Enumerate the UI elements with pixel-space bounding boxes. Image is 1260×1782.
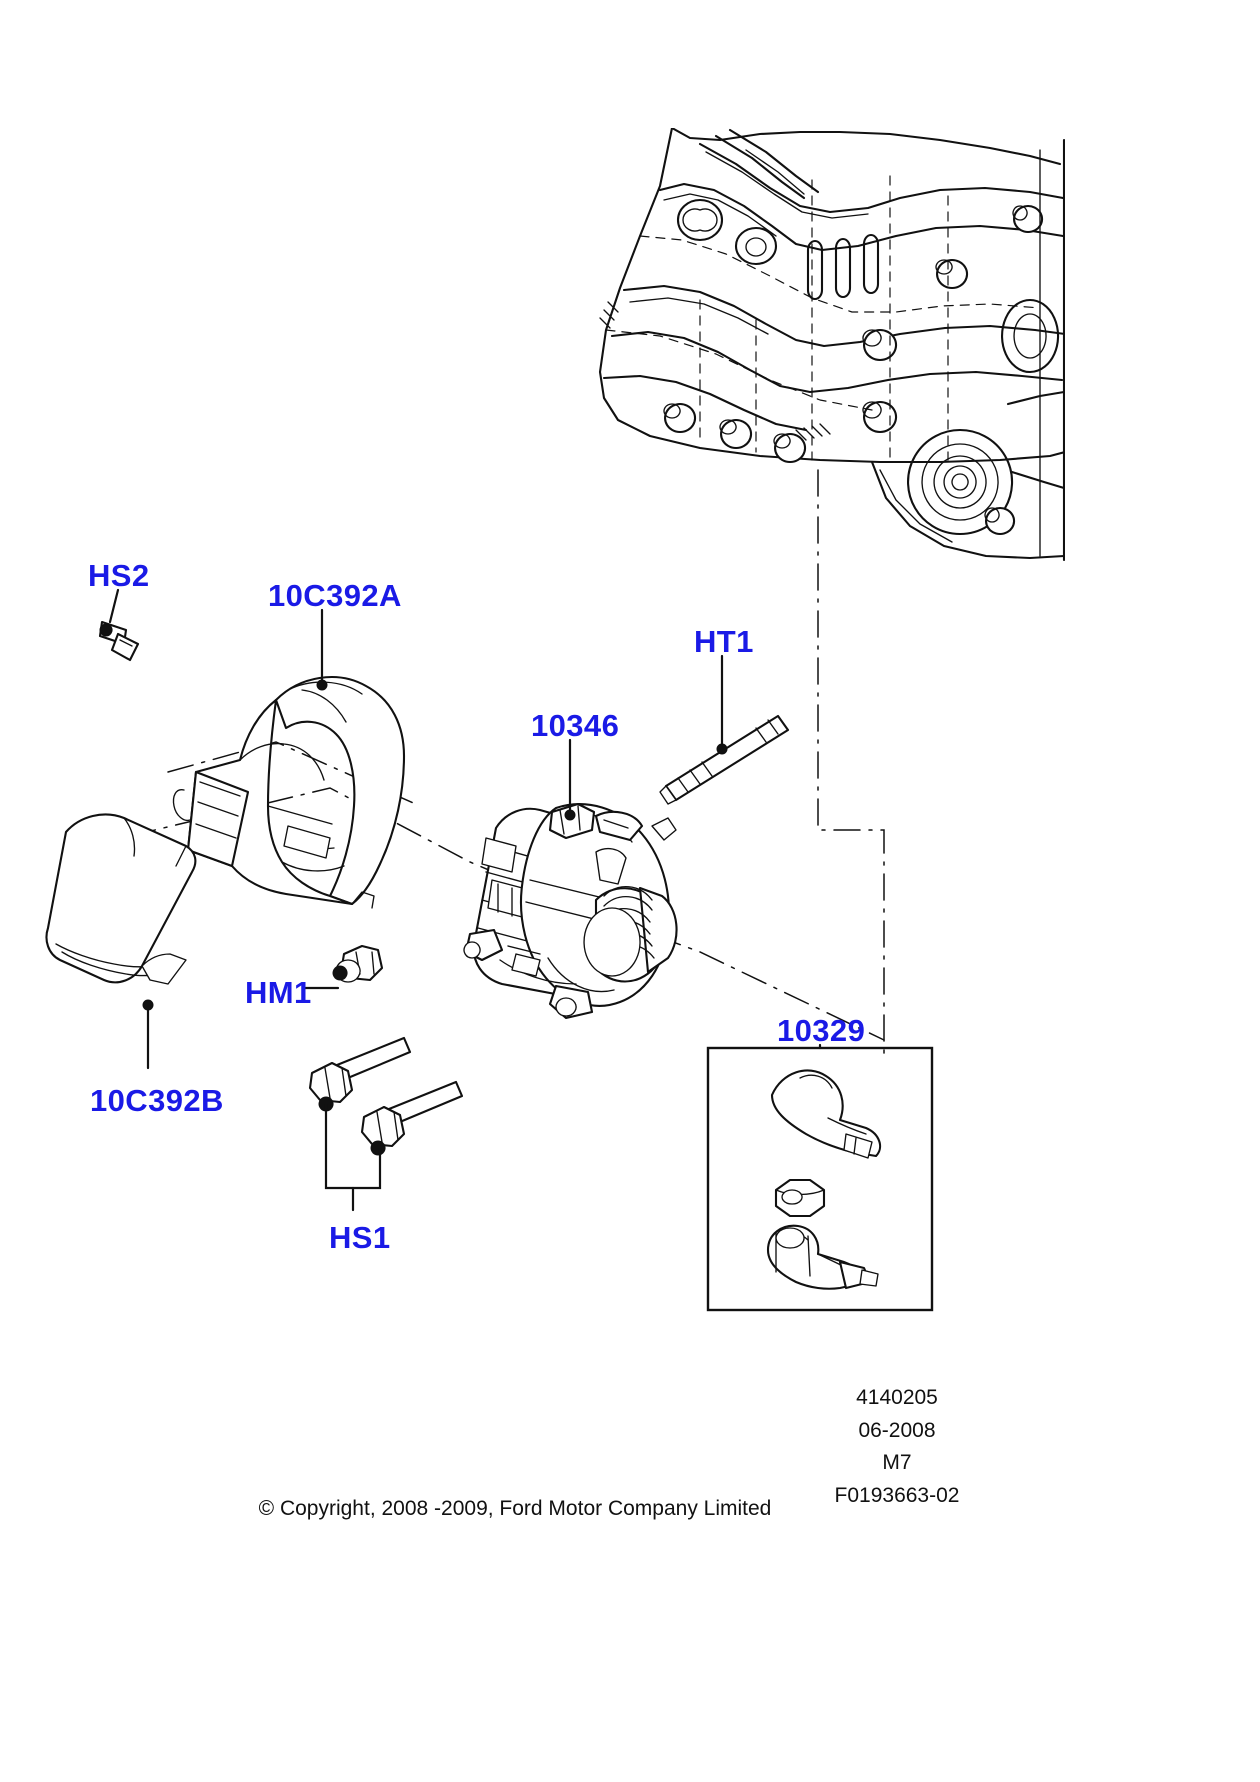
alternator-cover-upper	[172, 676, 406, 909]
copyright-notice: © Copyright, 2008 -2009, Ford Motor Comp…	[258, 1497, 772, 1520]
drawing-number: 4140205	[856, 1386, 938, 1409]
bolt-hs1-lower	[360, 1080, 464, 1156]
alternator-cover-lower	[45, 813, 197, 985]
callout-hm1[interactable]: HM1	[245, 975, 312, 1010]
callout-hs1[interactable]: HS1	[329, 1220, 391, 1255]
figure-id: F0193663-02	[834, 1483, 960, 1507]
callout-10346[interactable]: 10346	[531, 708, 620, 743]
flange-nut-hm1	[332, 944, 384, 983]
callout-ht1[interactable]: HT1	[694, 624, 754, 659]
alternator-assembly	[463, 802, 678, 1020]
terminal-boot	[770, 1069, 882, 1159]
bolt-hs1-upper	[308, 1036, 412, 1112]
crank-pulley	[907, 428, 1014, 535]
callout-10c392b[interactable]: 10C392B	[90, 1083, 224, 1118]
drawing-date: 06-2008	[858, 1418, 936, 1442]
hs1-bracket	[324, 1102, 382, 1212]
drawing-revision: M7	[882, 1451, 912, 1475]
alternator-pulley	[583, 886, 678, 983]
hex-nut	[774, 1178, 826, 1218]
leader-lines	[108, 588, 822, 1070]
terminal-connector	[766, 1224, 879, 1290]
stud-ht1	[659, 714, 790, 805]
callout-10329[interactable]: 10329	[777, 1013, 866, 1048]
callout-hs2[interactable]: HS2	[88, 558, 150, 593]
callout-10c392a[interactable]: 10C392A	[268, 578, 402, 613]
drawing-footer-block: 4140205 06-2008 M7 F0193663-02	[792, 1382, 1002, 1512]
engine-block-illustration	[598, 128, 1065, 562]
terminal-kit-box	[706, 1046, 934, 1312]
bolt-hs2	[98, 620, 140, 662]
